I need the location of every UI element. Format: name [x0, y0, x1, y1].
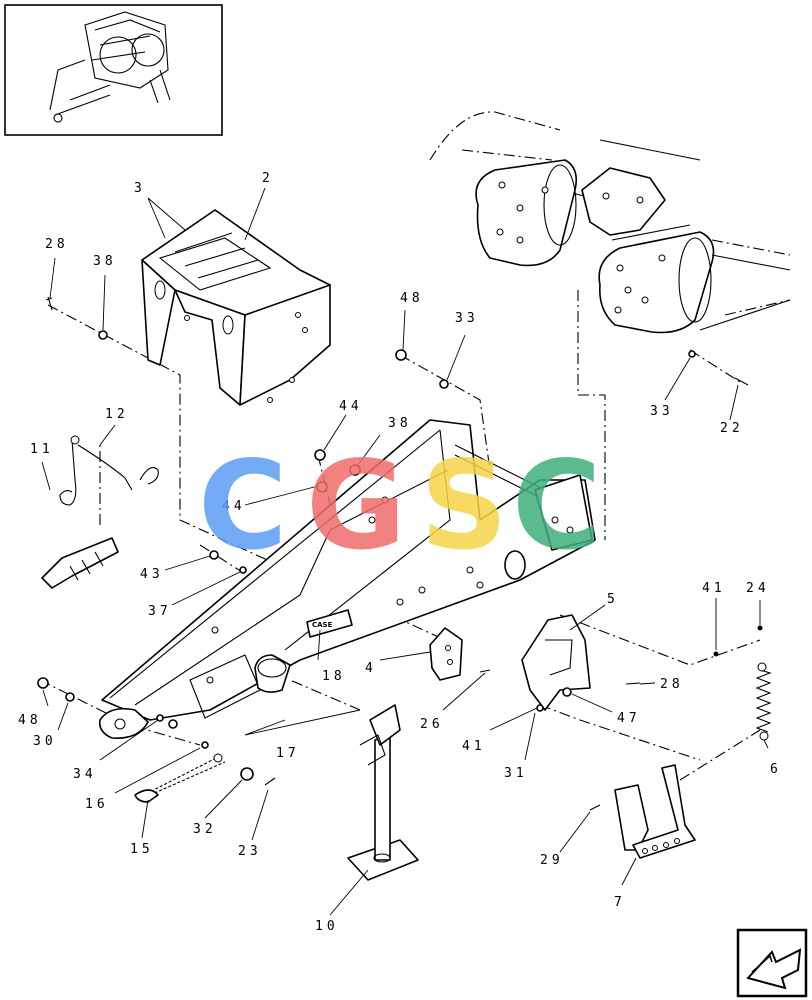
machine-thumbnail-icon — [4, 4, 223, 136]
callout-44: 44 — [222, 499, 246, 514]
front-shield-2 — [141, 209, 331, 406]
callout-12: 12 — [105, 407, 129, 422]
callout-26: 26 — [420, 717, 444, 732]
callout-labels: 2 3 28 38 12 11 48 33 44 38 44 43 37 33 … — [18, 171, 782, 934]
callout-30: 30 — [33, 734, 57, 749]
watermark-letter-2: G — [306, 435, 406, 577]
callout-22: 22 — [720, 421, 744, 436]
spring-6 — [755, 662, 772, 741]
bracket-4 — [429, 627, 463, 681]
pto-shaft — [41, 537, 119, 589]
callout-4: 4 — [365, 661, 377, 676]
callout-31: 31 — [504, 766, 528, 781]
hardware — [37, 296, 763, 811]
callout-15: 15 — [130, 842, 154, 857]
tongue-plate-label: CASE — [312, 621, 333, 629]
callout-34: 34 — [73, 767, 97, 782]
tongue-18: CASE — [98, 419, 596, 739]
assembly-lines — [39, 290, 761, 781]
safety-chain-15-16 — [134, 753, 226, 803]
callout-7: 7 — [614, 895, 626, 910]
callout-29: 29 — [540, 853, 564, 868]
callout-33: 33 — [650, 404, 674, 419]
callout-2: 2 — [262, 171, 274, 186]
callout-17: 17 — [276, 746, 300, 761]
leader-lines — [41, 187, 769, 916]
watermark-letter-3: S — [420, 435, 508, 577]
callout-38: 38 — [93, 254, 117, 269]
callout-33: 33 — [455, 311, 479, 326]
callout-48: 48 — [18, 713, 42, 728]
callout-3: 3 — [134, 181, 146, 196]
callout-38: 38 — [388, 416, 412, 431]
callout-44: 44 — [339, 399, 363, 414]
watermark: C G S C — [198, 435, 602, 577]
hitch-pin-11-clip-12 — [59, 435, 159, 506]
callout-5: 5 — [607, 592, 619, 607]
callout-28: 28 — [45, 237, 69, 252]
callout-18: 18 — [322, 669, 346, 684]
callout-43: 43 — [140, 567, 164, 582]
callout-32: 32 — [193, 822, 217, 837]
sleeve-17 — [254, 654, 291, 693]
callout-10: 10 — [315, 919, 339, 934]
callout-6: 6 — [770, 762, 782, 777]
step-7 — [614, 764, 696, 859]
callout-41: 41 — [462, 739, 486, 754]
callout-47: 47 — [617, 711, 641, 726]
bracket-5 — [521, 614, 591, 711]
jack-10 — [347, 704, 419, 881]
callout-48: 48 — [400, 291, 424, 306]
callout-23: 23 — [238, 844, 262, 859]
callout-28: 28 — [660, 677, 684, 692]
watermark-letter-1: C — [198, 435, 288, 577]
callout-37: 37 — [148, 604, 172, 619]
callout-11: 11 — [30, 442, 54, 457]
bale-chamber-tubes — [429, 111, 791, 334]
watermark-letter-4: C — [512, 435, 602, 577]
callout-24: 24 — [746, 581, 770, 596]
callout-41: 41 — [702, 581, 726, 596]
callout-16: 16 — [85, 797, 109, 812]
next-page-arrow-icon[interactable] — [736, 928, 808, 998]
